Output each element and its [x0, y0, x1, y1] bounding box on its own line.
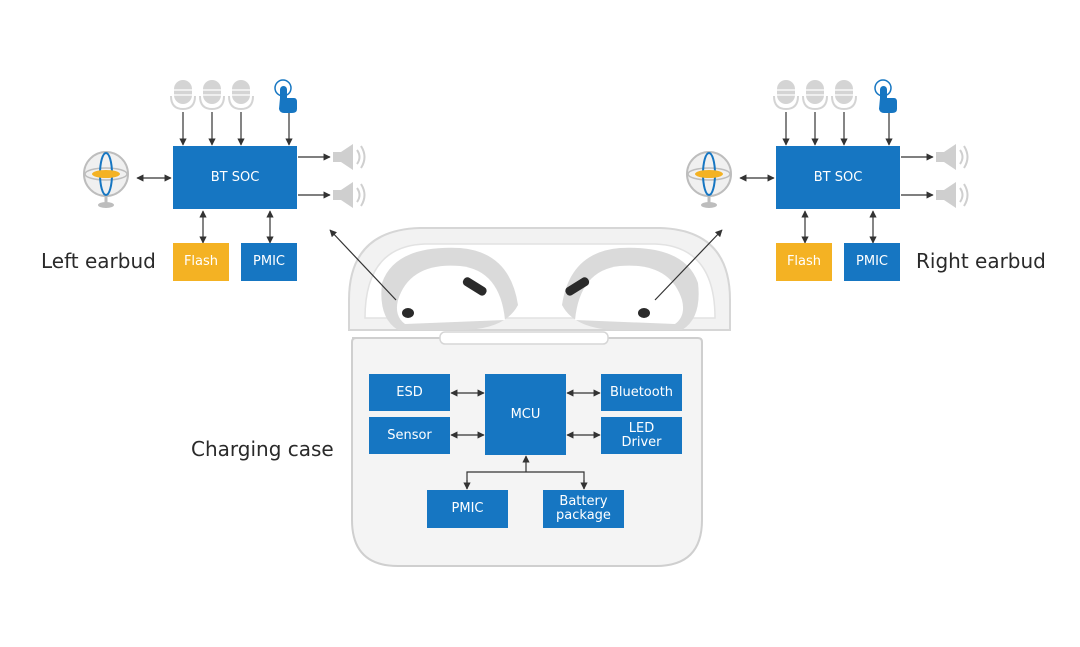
touch-finger-icon [274, 79, 297, 113]
case-mcu-block: MCU [485, 374, 566, 455]
speaker-icon [936, 144, 969, 170]
touch-finger-icon [874, 79, 897, 113]
right-flash-block: Flash [776, 243, 832, 281]
microphone-icon [228, 80, 254, 111]
microphone-icon [170, 80, 196, 111]
case-bluetooth-block: Bluetooth [601, 374, 682, 411]
case-pmic-block: PMIC [427, 490, 508, 528]
speaker-icon [936, 182, 969, 208]
left-microphones [170, 80, 254, 111]
case-battery-package-block: Battery package [543, 490, 624, 528]
left-flash-block: Flash [173, 243, 229, 281]
microphone-icon [831, 80, 857, 111]
right-earbud-label: Right earbud [916, 249, 1046, 273]
case-esd-block: ESD [369, 374, 450, 411]
speaker-icon [333, 182, 366, 208]
left-earbud-pointer-arrow [329, 229, 397, 301]
gyroscope-icon [83, 151, 129, 208]
right-bt-soc-block: BT SOC [776, 146, 900, 209]
case-sensor-block: Sensor [369, 417, 450, 454]
microphone-icon [773, 80, 799, 111]
gyroscope-icon [686, 151, 732, 208]
left-pmic-block: PMIC [241, 243, 297, 281]
charging-case-label: Charging case [191, 437, 334, 461]
right-earbud-pointer-arrow [654, 229, 723, 301]
left-earbud-label: Left earbud [41, 249, 156, 273]
microphone-icon [802, 80, 828, 111]
right-microphones [773, 80, 857, 111]
case-led-driver-block: LED Driver [601, 417, 682, 454]
microphone-icon [199, 80, 225, 111]
right-pmic-block: PMIC [844, 243, 900, 281]
speaker-icon [333, 144, 366, 170]
left-bt-soc-block: BT SOC [173, 146, 297, 209]
